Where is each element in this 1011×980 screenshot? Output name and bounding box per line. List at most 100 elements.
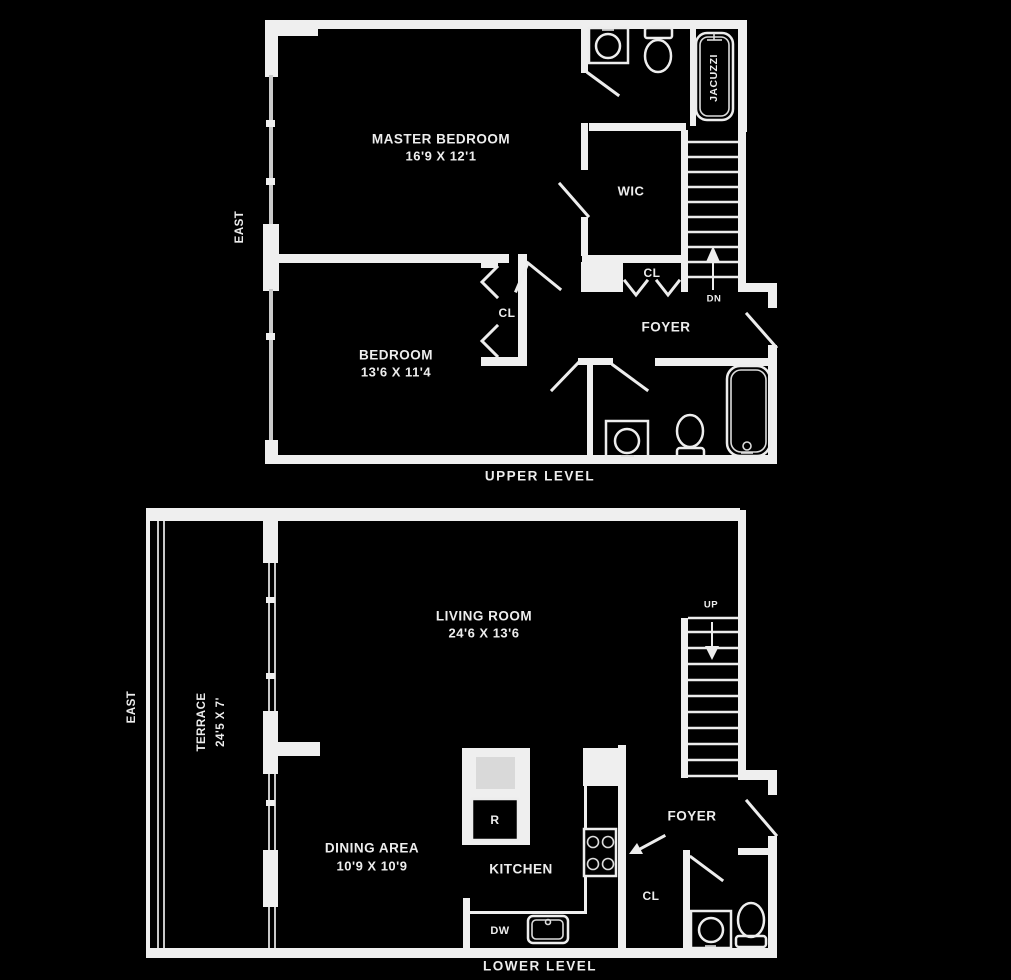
compass-east-label: EAST (234, 211, 246, 244)
refrigerator-icon (470, 797, 520, 842)
toilet-icon (736, 901, 766, 939)
refrigerator-label: R (490, 813, 499, 827)
wall-segment (265, 455, 777, 464)
window-mullion (266, 333, 275, 340)
terrace-railing (157, 521, 159, 948)
dining-area-dims: 10'9 X 10'9 (337, 859, 408, 874)
wall-segment (481, 261, 498, 268)
living-room-dims: 24'6 X 13'6 (449, 626, 520, 641)
sink-icon (604, 419, 650, 460)
sink-bowl-icon (697, 916, 725, 944)
burner-icon (586, 835, 600, 849)
wall-segment (738, 770, 777, 780)
stairs-down-label: DN (707, 294, 722, 305)
lower-level-title: LOWER LEVEL (483, 959, 597, 974)
wall-segment (272, 254, 509, 263)
kitchen-counter (583, 748, 618, 786)
terrace-label: TERRACE (196, 692, 208, 751)
window-mullion (266, 597, 275, 603)
wall-segment (738, 848, 777, 855)
closet-door-arrowhead (629, 843, 643, 854)
faucet-icon (544, 918, 552, 926)
counter-edge (584, 786, 587, 830)
wall-segment (655, 358, 777, 366)
wall-segment (581, 123, 588, 170)
bedroom-label: BEDROOM (359, 348, 433, 363)
wall-segment (681, 130, 688, 292)
entry-door-swing (744, 798, 779, 838)
window-mullion (266, 673, 275, 679)
closet-door-arrow (637, 833, 667, 852)
closet-bifold-door (654, 278, 682, 298)
wall-segment (589, 123, 686, 131)
wall-segment (146, 948, 777, 958)
master-bedroom-label: MASTER BEDROOM (372, 132, 510, 147)
door-swing (688, 854, 725, 883)
burner-icon (601, 857, 615, 871)
wall-segment (581, 217, 588, 256)
burner-icon (586, 857, 600, 871)
upper-level-plan: MASTER BEDROOM 16'9 X 12'1 WIC JACUZZI C… (234, 20, 779, 484)
window-mullion (266, 178, 275, 185)
sink-bowl-icon (594, 32, 622, 60)
counter-end (463, 898, 470, 950)
door-swing (585, 70, 621, 98)
counter-edge (584, 876, 587, 912)
bedroom-dims: 13'6 X 11'4 (361, 365, 432, 380)
jacuzzi-label: JACUZZI (708, 54, 720, 102)
closet-bifold-door (479, 264, 500, 300)
wall-pier (263, 850, 278, 907)
sink-icon (587, 26, 630, 65)
master-bedroom-dims: 16'9 X 12'1 (406, 149, 477, 164)
door-swing (557, 181, 591, 219)
door-swing (549, 360, 581, 393)
wall-pier (263, 711, 278, 774)
dishwasher-label: DW (490, 925, 509, 937)
wall-segment (578, 358, 613, 365)
wall-segment (146, 508, 740, 521)
window (268, 907, 270, 948)
wall-block (581, 262, 623, 292)
closet-label: CL (643, 889, 660, 903)
wall-segment (738, 283, 777, 292)
bathtub-icon (725, 364, 772, 458)
wall-segment (768, 836, 777, 958)
wall-segment (768, 780, 777, 795)
stairs-arrowhead (705, 646, 719, 660)
double-door-swing (514, 260, 563, 293)
toilet-icon (675, 413, 705, 449)
toilet-base-icon (675, 446, 706, 461)
wall-segment (738, 510, 746, 780)
wall-segment (265, 20, 747, 29)
entry-door-swing (744, 311, 779, 350)
stairs-arrowhead (706, 246, 720, 262)
wall-segment (265, 20, 278, 77)
sink-icon (689, 909, 733, 950)
wall-segment (738, 130, 746, 292)
foyer-closet-label: CL (644, 266, 661, 280)
living-room-label: LIVING ROOM (436, 609, 532, 624)
wall-segment (690, 26, 696, 126)
window (274, 907, 276, 948)
upper-level-title: UPPER LEVEL (485, 469, 595, 484)
bedroom-closet-label: CL (499, 306, 516, 320)
island-counter-inset (476, 757, 515, 789)
wall-segment (618, 745, 626, 950)
wall-segment (518, 254, 527, 365)
wall-segment (278, 742, 320, 756)
dining-area-label: DINING AREA (325, 841, 419, 856)
counter-edge (470, 911, 587, 914)
bathtub-inner (730, 369, 767, 453)
wall-segment (582, 255, 687, 263)
window (274, 774, 276, 850)
window (268, 774, 270, 850)
kitchen-label: KITCHEN (489, 862, 553, 877)
wall-segment (265, 20, 318, 36)
stairs-up-label: UP (704, 600, 718, 611)
window-mullion (266, 800, 275, 806)
window-mullion (266, 120, 275, 127)
window (269, 75, 273, 227)
compass-east-label: EAST (126, 691, 138, 724)
